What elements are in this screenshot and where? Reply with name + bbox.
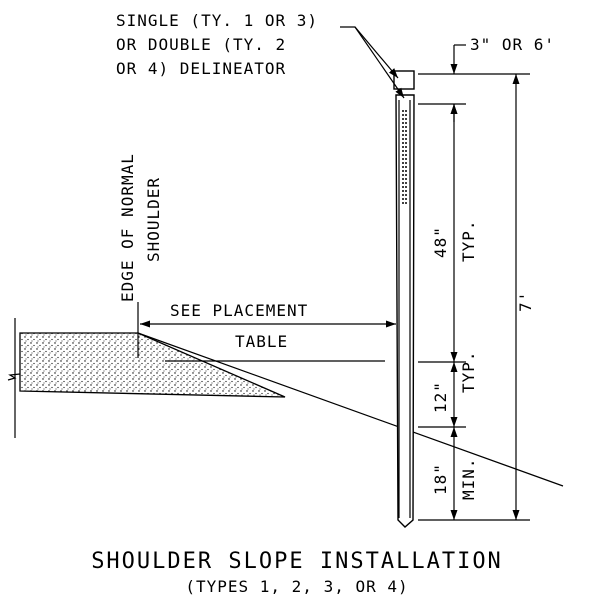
- placement-dimension: [140, 320, 396, 362]
- dim-18-note: MIN.: [459, 457, 478, 500]
- delineator-post: [393, 70, 415, 528]
- dim-12-value: 12": [431, 381, 450, 413]
- dim-12-note: TYP.: [459, 350, 478, 393]
- callout-leader: [340, 26, 405, 99]
- callout-line-1: SINGLE (TY. 1 OR 3): [116, 11, 318, 30]
- callout-line-2: OR DOUBLE (TY. 2: [116, 35, 286, 54]
- dim-18-value: 18": [431, 463, 450, 495]
- dimension-lines: [418, 44, 530, 521]
- callout-text: SINGLE (TY. 1 OR 3) OR DOUBLE (TY. 2 OR …: [116, 11, 318, 78]
- dim-48-note: TYP.: [459, 219, 478, 262]
- edge-label-line-1: EDGE OF NORMAL: [118, 153, 137, 302]
- shoulder-pavement: [7, 318, 286, 438]
- callout-line-3: OR 4) DELINEATOR: [116, 59, 286, 78]
- dim-3-or-6-label: 3" OR 6': [470, 35, 555, 54]
- drawing-subtitle: (TYPES 1, 2, 3, OR 4): [185, 577, 408, 596]
- dim-7-label: 7': [516, 291, 535, 312]
- placement-line-1: SEE PLACEMENT: [170, 301, 308, 320]
- ground-slope-line: [137, 332, 564, 487]
- edge-label-line-2: SHOULDER: [144, 177, 163, 262]
- drawing-title: SHOULDER SLOPE INSTALLATION: [91, 549, 503, 574]
- placement-line-2: TABLE: [235, 332, 288, 351]
- dim-48-value: 48": [431, 226, 450, 258]
